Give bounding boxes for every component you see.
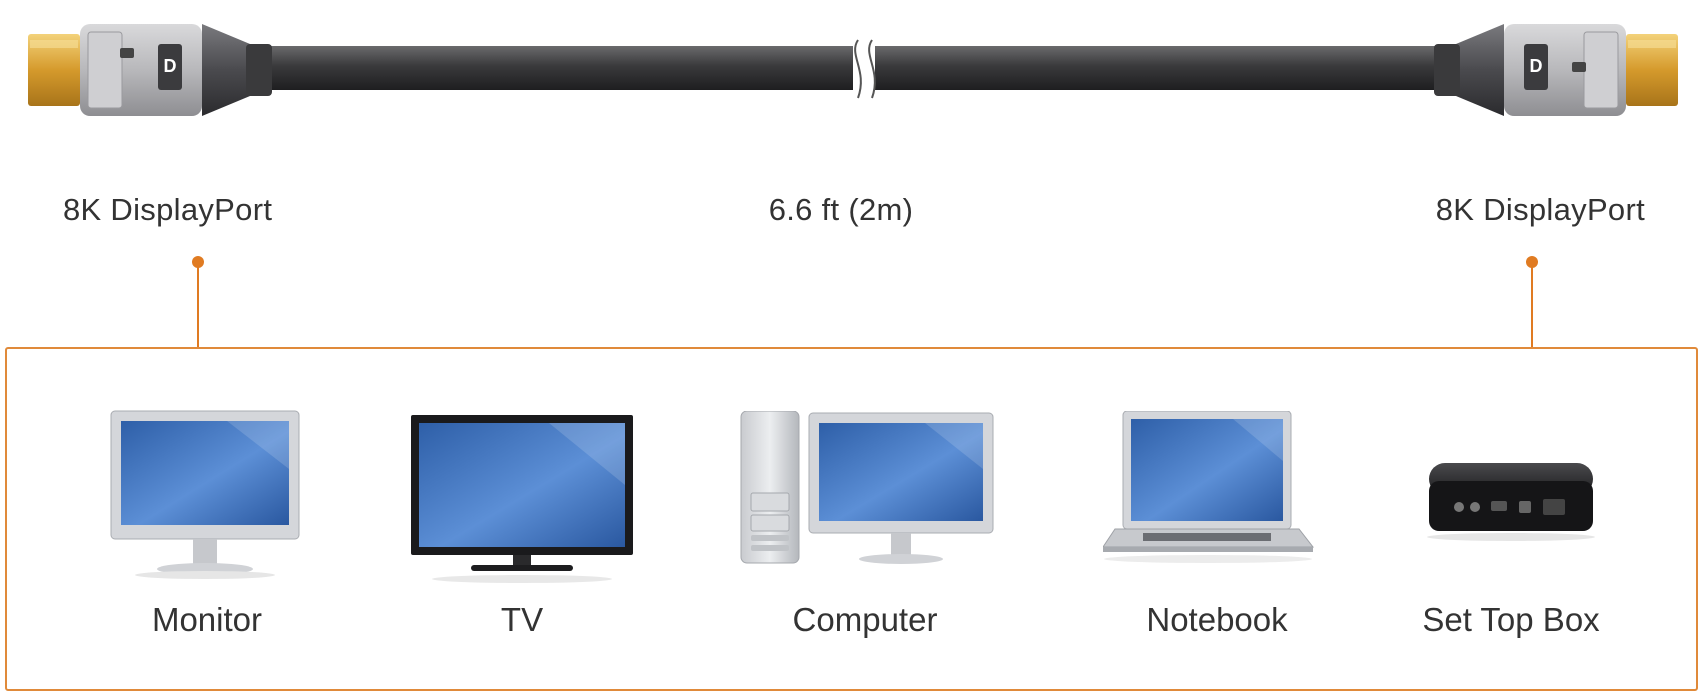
tv-icon [411,415,633,583]
displayport-cable: D D [28,24,1678,116]
right-connector [1434,24,1678,116]
device-tv: TV [409,349,635,689]
device-label-notebook: Notebook [1146,601,1288,638]
compatible-devices-panel: Monitor TV [5,347,1698,691]
cable-length-label: 6.6 ft (2m) [768,192,914,227]
right-connector-line [1531,262,1533,348]
device-label-computer: Computer [792,601,938,638]
device-label-tv: TV [500,601,544,638]
right-connector-label: 8K DisplayPort [1435,192,1645,227]
device-set-top-box: Set Top Box [1411,349,1611,689]
notebook-icon [1103,411,1315,563]
device-monitor: Monitor [107,349,307,689]
svg-text:D: D [164,56,177,76]
left-connector-label: 8K DisplayPort [63,192,273,227]
set-top-box-icon [1427,463,1595,541]
monitor-icon [110,410,300,579]
device-label-monitor: Monitor [151,601,263,638]
left-connector: D [28,24,272,116]
left-connector-line [197,262,199,348]
svg-text:D: D [1530,56,1543,76]
device-label-set-top-box: Set Top Box [1422,601,1600,638]
device-notebook: Notebook [1103,349,1331,689]
computer-icon [740,411,994,564]
device-computer: Computer [735,349,995,689]
